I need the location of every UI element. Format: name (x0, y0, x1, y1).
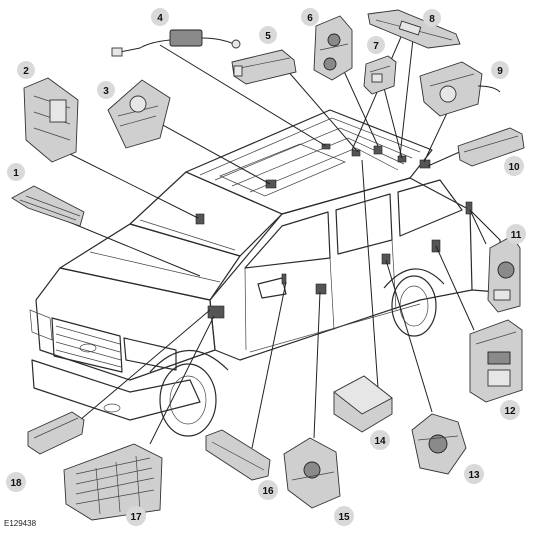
vehicle-outline (29, 109, 501, 437)
component-14 (333, 375, 393, 433)
callout-5: 5 (259, 26, 277, 44)
svg-text:11: 11 (511, 230, 522, 241)
component-17 (63, 443, 163, 521)
component-12 (469, 319, 523, 403)
svg-text:12: 12 (504, 406, 516, 417)
component-13 (411, 413, 467, 475)
callout-1: 1 (7, 163, 25, 181)
callout-3: 3 (97, 81, 115, 99)
callout-6: 6 (301, 8, 319, 26)
component-10 (457, 127, 525, 167)
component-2 (23, 77, 79, 163)
svg-text:13: 13 (468, 470, 480, 481)
svg-text:16: 16 (262, 486, 274, 497)
callout-16: 16 (258, 480, 278, 500)
component-5 (231, 49, 297, 85)
svg-text:17: 17 (130, 512, 142, 523)
svg-text:3: 3 (103, 86, 109, 97)
callout-4: 4 (151, 8, 169, 26)
callout-7: 7 (367, 36, 385, 54)
component-18 (27, 411, 85, 455)
callout-18: 18 (6, 472, 26, 492)
callout-8: 8 (423, 9, 441, 27)
callout-12: 12 (500, 400, 520, 420)
component-3 (107, 79, 171, 149)
svg-text:18: 18 (10, 478, 22, 489)
figure-id-label: E129438 (4, 519, 37, 528)
component-15 (283, 437, 341, 509)
callout-2: 2 (17, 61, 35, 79)
svg-text:1: 1 (13, 168, 19, 179)
component-9 (419, 61, 501, 117)
callout-10: 10 (504, 156, 524, 176)
svg-text:4: 4 (157, 13, 163, 24)
component-1 (11, 185, 85, 227)
component-6 (313, 15, 353, 81)
svg-text:7: 7 (373, 41, 379, 52)
svg-text:6: 6 (307, 13, 313, 24)
component-16 (205, 429, 271, 481)
callout-17: 17 (126, 506, 146, 526)
svg-text:9: 9 (497, 66, 503, 77)
callout-13: 13 (464, 464, 484, 484)
callout-9: 9 (491, 61, 509, 79)
svg-text:15: 15 (338, 512, 350, 523)
component-8 (367, 9, 461, 49)
svg-text:10: 10 (508, 162, 520, 173)
callout-14: 14 (370, 430, 390, 450)
component-11 (487, 235, 521, 313)
vehicle-module-markers (195, 143, 473, 319)
callout-11: 11 (506, 224, 526, 244)
svg-text:5: 5 (265, 31, 271, 42)
svg-text:8: 8 (429, 14, 435, 25)
component-4 (111, 29, 241, 57)
svg-text:2: 2 (23, 66, 29, 77)
callout-15: 15 (334, 506, 354, 526)
component-7 (363, 55, 397, 95)
svg-text:14: 14 (374, 436, 386, 447)
